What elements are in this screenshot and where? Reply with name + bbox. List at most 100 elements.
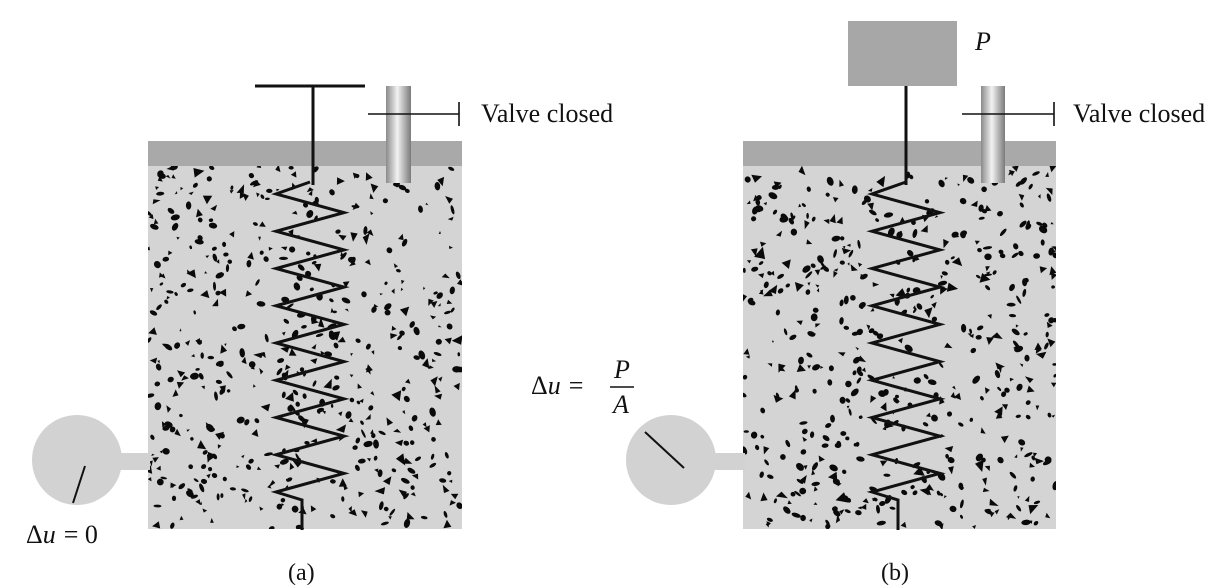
soil-grain	[975, 274, 981, 279]
drain-pipe-b	[981, 86, 1005, 183]
soil-grain	[365, 414, 371, 420]
soil-grain	[216, 259, 220, 264]
soil-grain	[399, 330, 405, 336]
soil-grain	[241, 454, 245, 459]
soil-grain	[403, 440, 410, 446]
soil-grain	[211, 246, 217, 251]
soil-grain	[989, 512, 995, 518]
soil-grain	[423, 425, 430, 433]
soil-grain	[323, 378, 332, 389]
soil-grain	[201, 385, 205, 390]
soil-grain	[832, 476, 837, 484]
soil-grain	[292, 389, 299, 396]
soil-grain	[409, 440, 415, 445]
soil-grain	[981, 186, 987, 193]
soil-grain	[159, 272, 164, 278]
soil-grain	[226, 371, 233, 379]
soil-grain	[768, 284, 778, 294]
soil-grain	[794, 388, 800, 393]
soil-grain	[931, 316, 938, 322]
soil-grain	[1014, 454, 1018, 458]
soil-grain	[960, 514, 963, 519]
soil-grain	[825, 192, 830, 197]
soil-grain	[414, 456, 422, 462]
soil-grain	[397, 346, 403, 351]
soil-grain	[815, 284, 820, 288]
soil-grain	[333, 342, 339, 349]
soil-grain	[402, 457, 413, 464]
load-block-b	[848, 21, 957, 86]
soil-grain	[896, 231, 903, 239]
soil-grain	[176, 381, 185, 389]
soil-grain	[779, 368, 786, 372]
soil-grain	[953, 392, 961, 400]
soil-grain	[450, 493, 459, 500]
soil-grain	[758, 273, 765, 279]
soil-grain	[858, 301, 866, 309]
soil-grain	[1044, 313, 1050, 317]
soil-grain	[320, 350, 326, 355]
soil-grain	[425, 202, 429, 206]
soil-grain	[844, 509, 851, 514]
soil-grain	[1051, 272, 1056, 280]
soil-grain	[371, 350, 375, 355]
soil-grain	[268, 526, 275, 529]
soil-grain	[291, 505, 299, 513]
soil-grain	[366, 458, 371, 462]
soil-grain	[980, 396, 984, 401]
soil-grain	[1000, 435, 1009, 444]
soil-grain	[1045, 187, 1053, 196]
soil-grain	[809, 518, 813, 523]
soil-grain	[179, 413, 183, 418]
soil-grain	[919, 487, 931, 496]
soil-grain	[219, 385, 226, 393]
soil-grain	[156, 304, 162, 311]
soil-grain	[330, 479, 336, 484]
soil-grain	[830, 414, 835, 423]
soil-grain	[380, 521, 389, 526]
soil-grain	[974, 240, 980, 245]
soil-grain	[430, 376, 438, 387]
soil-grain	[211, 473, 218, 478]
soil-grain	[872, 282, 880, 287]
soil-grain	[832, 197, 839, 203]
soil-grain	[836, 216, 843, 225]
soil-grain	[256, 301, 266, 307]
soil-grain	[835, 492, 849, 503]
soil-grain	[975, 453, 984, 462]
soil-grain	[944, 342, 953, 349]
soil-grain	[875, 218, 879, 222]
soil-grain	[855, 346, 859, 351]
soil-grain	[281, 391, 286, 399]
soil-grain	[298, 415, 305, 422]
soil-grain	[1001, 391, 1007, 398]
soil-grain	[202, 508, 208, 513]
soil-grain	[912, 308, 917, 314]
soil-grain	[1018, 193, 1025, 201]
soil-grain	[807, 365, 811, 369]
soil-grain	[277, 358, 285, 364]
soil-grain	[202, 195, 213, 205]
soil-grain	[1033, 520, 1039, 526]
soil-grain	[373, 304, 379, 307]
soil-grain	[242, 192, 249, 201]
soil-grain	[215, 272, 225, 279]
soil-grain	[985, 508, 991, 512]
soil-grain	[362, 233, 370, 245]
soil-grain	[374, 468, 379, 473]
soil-grain	[798, 356, 804, 365]
soil-grain	[1028, 183, 1033, 190]
soil-grain	[365, 172, 373, 181]
pressure-gauge-a	[32, 415, 122, 505]
soil-grain	[399, 306, 410, 317]
soil-grain	[1015, 324, 1019, 328]
soil-grain	[206, 423, 215, 433]
soil-grain	[829, 214, 836, 224]
soil-grain	[418, 350, 426, 360]
soil-grain	[767, 271, 772, 276]
soil-grain	[1015, 414, 1021, 418]
soil-grain	[165, 175, 171, 179]
soil-grain	[997, 456, 1004, 464]
soil-grain	[958, 422, 964, 427]
soil-grain	[236, 184, 245, 193]
